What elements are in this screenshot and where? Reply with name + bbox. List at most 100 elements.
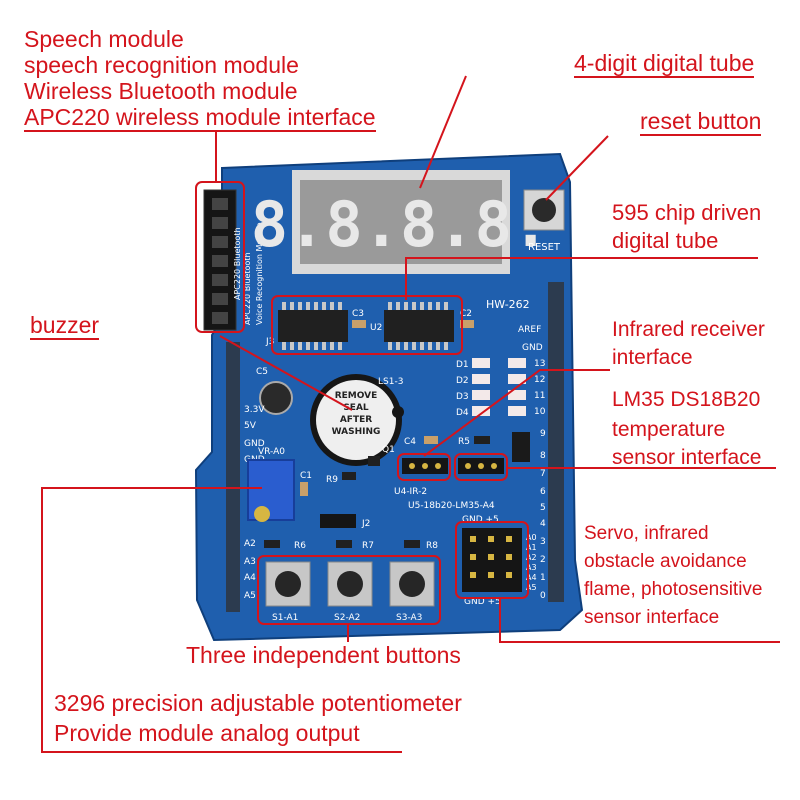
leader-595 — [405, 257, 758, 300]
cap-c3 — [352, 320, 366, 328]
pin-vr-a0: VR-A0 — [258, 447, 285, 457]
leader-servo — [499, 598, 780, 643]
servo-pin-labels: A0 A1 A2 A3 A4 A5 — [526, 533, 537, 592]
cap-c1 — [300, 482, 308, 496]
led-array — [472, 358, 526, 416]
label-comm-3: Wireless Bluetooth module — [24, 78, 298, 104]
chip-595-right — [384, 310, 454, 342]
label-servo-3: flame, photosensitive — [584, 579, 763, 600]
resistor-r9 — [342, 472, 356, 480]
ref-u4: U4-IR-2 — [394, 487, 427, 497]
chip-595-left — [278, 310, 348, 342]
led-d4: D4 — [456, 408, 469, 418]
ref-u2: U2 — [370, 323, 382, 333]
sticker-4: WASHING — [332, 427, 381, 437]
ref-c3: C3 — [352, 309, 364, 319]
pin-a5: A5 — [244, 591, 256, 601]
hdr-0: 0 — [540, 591, 546, 601]
ref-ls1: LS1-3 — [378, 377, 403, 387]
apc-silk-3: APC220 Bluetooth — [233, 227, 242, 300]
hdr-5: 5 — [540, 503, 546, 513]
left-header — [226, 342, 240, 612]
apc-silk-2: Voice Recognition Module — [255, 222, 264, 325]
hdr-gnd: GND — [522, 343, 543, 353]
resistor-r5 — [474, 436, 490, 444]
button-s2 — [327, 561, 373, 607]
ref-r6: R6 — [294, 541, 306, 551]
jumper-j2 — [320, 514, 356, 528]
hdr-7: 7 — [540, 469, 546, 479]
capacitor-c5 — [259, 381, 293, 415]
servo-a5: A5 — [526, 583, 537, 592]
hdr-11: 11 — [534, 391, 545, 401]
hdr-10: 10 — [534, 407, 546, 417]
ref-j3: J3 — [265, 337, 274, 347]
servo-a0: A0 — [526, 533, 537, 542]
hdr-aref: AREF — [518, 325, 541, 335]
cap-c2 — [460, 320, 474, 328]
resistor-r8 — [404, 540, 420, 548]
box-595 — [271, 295, 463, 355]
leader-reset — [545, 135, 609, 201]
label-pot-2: Provide module analog output — [54, 720, 360, 746]
box-servo — [455, 521, 529, 599]
apc220-socket — [203, 189, 237, 331]
display-digits: 8.8.8.8. — [251, 188, 550, 261]
label-595-2: digital tube — [612, 228, 719, 253]
hdr-13: 13 — [534, 359, 545, 369]
hdr-2: 2 — [540, 555, 546, 565]
seven-segment-display — [292, 170, 510, 274]
ref-c2: C2 — [460, 309, 472, 319]
label-ir-2: interface — [612, 346, 693, 369]
servo-a1: A1 — [526, 543, 537, 552]
ir-socket — [402, 458, 448, 474]
ref-s2: S2-A2 — [334, 613, 360, 623]
ref-r9: R9 — [326, 475, 338, 485]
right-header-labels: AREF GND 13 12 11 10 9 8 7 6 5 4 3 2 1 0 — [518, 325, 546, 601]
label-temp-1: LM35 DS18B20 — [612, 388, 761, 411]
led-d1: D1 — [456, 360, 469, 370]
servo-a2: A2 — [526, 553, 537, 562]
pin-gnd-a: GND — [244, 439, 265, 449]
ref-q1: Q1 — [382, 445, 395, 455]
apc-silk-1: APC220 Bluetooth — [243, 252, 252, 325]
board-model: HW-262 — [486, 298, 530, 311]
hdr-12: 12 — [534, 375, 545, 385]
sticker-3: AFTER — [340, 415, 372, 425]
sticker-1: REMOVE — [335, 391, 378, 401]
box-apc220 — [195, 181, 245, 333]
hdr-4: 4 — [540, 519, 546, 529]
servo-a3: A3 — [526, 563, 537, 572]
cap-c4 — [424, 436, 438, 444]
right-header — [548, 282, 564, 602]
temp-socket — [458, 458, 504, 474]
label-servo-4: sensor interface — [584, 607, 720, 628]
hdr-8: 8 — [540, 451, 546, 461]
sticker-2: SEAL — [343, 403, 369, 413]
hdr-3: 3 — [540, 537, 546, 547]
hdr-6: 6 — [540, 487, 546, 497]
label-595-1: 595 chip driven — [612, 200, 762, 225]
ref-c5: C5 — [256, 367, 268, 377]
button-s3 — [389, 561, 435, 607]
pin-a4: A4 — [244, 573, 256, 583]
label-comm-4: APC220 wireless module interface — [24, 104, 376, 132]
resistor-r6 — [264, 540, 280, 548]
servo-top: GND +5 — [462, 515, 499, 525]
label-reset-button: reset button — [640, 108, 762, 136]
ref-r7: R7 — [362, 541, 374, 551]
led-d2: D2 — [456, 376, 469, 386]
label-digital-tube: 4-digit digital tube — [574, 50, 755, 78]
ref-s3: S3-A3 — [396, 613, 422, 623]
ref-j2: J2 — [361, 519, 370, 529]
reset-switch — [523, 189, 565, 231]
ref-s1: S1-A1 — [272, 613, 298, 623]
pin-a3: A3 — [244, 557, 256, 567]
ref-c4: C4 — [404, 437, 416, 447]
pin-5v: 5V — [244, 421, 257, 431]
transistor-q1 — [368, 456, 380, 466]
leader-tube — [419, 75, 467, 189]
label-ir-1: Infrared receiver — [612, 318, 765, 341]
